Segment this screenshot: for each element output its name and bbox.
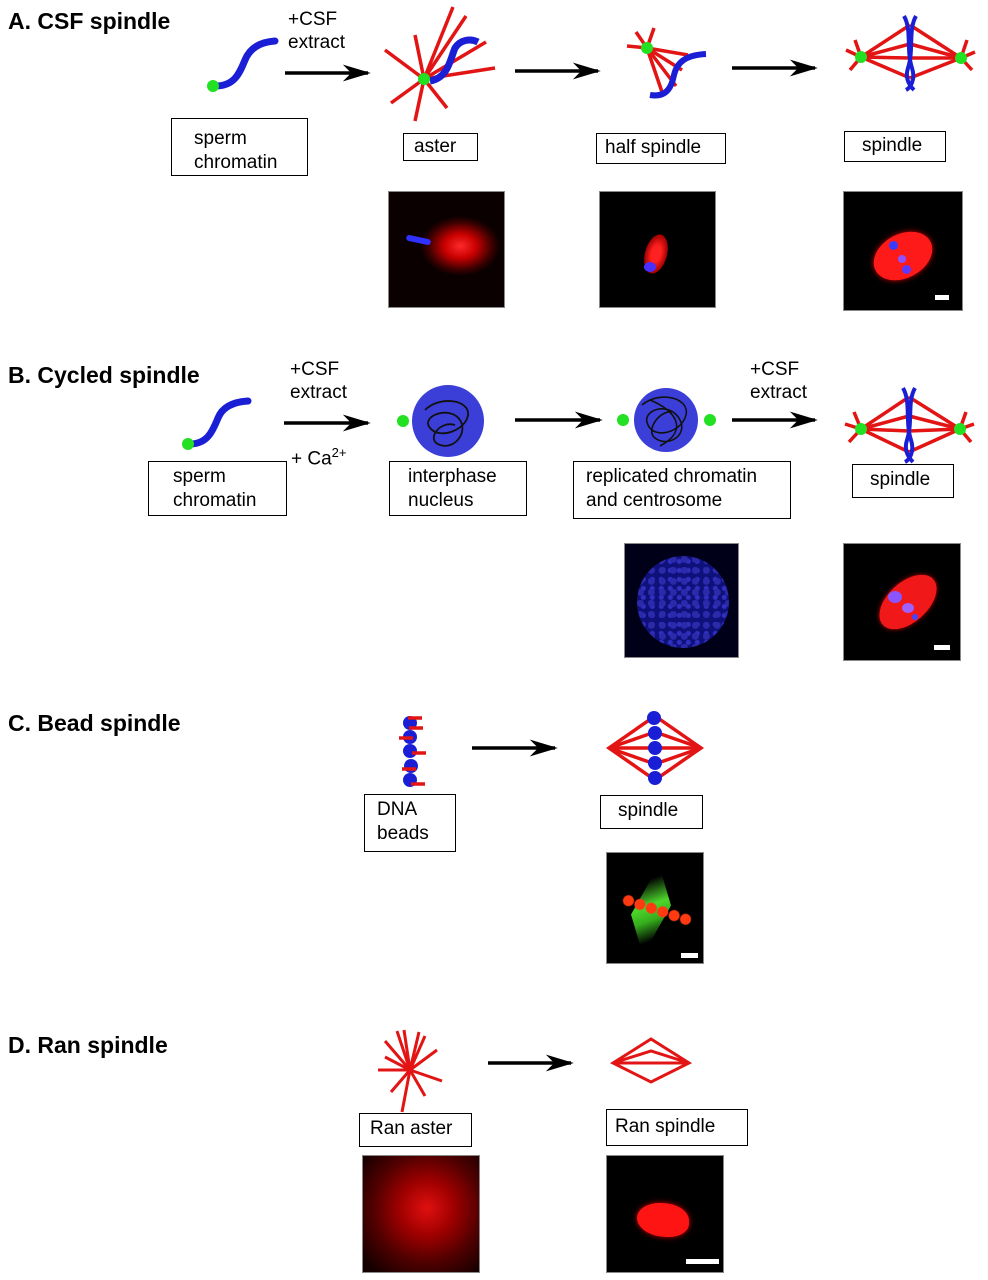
calcium-text: + Ca — [291, 448, 332, 470]
spindle-icon — [844, 387, 975, 464]
box-text: sperm — [173, 466, 226, 487]
panel-b-arrow1-label: +CSF extract — [290, 358, 347, 404]
nucleus-signal — [637, 556, 729, 648]
box-text: interphase — [408, 466, 497, 487]
arrow-label-line: +CSF — [750, 359, 800, 380]
ran-aster-icon — [378, 1029, 443, 1113]
replicated-chromatin-icon — [617, 388, 716, 452]
arrow-label-line: extract — [750, 382, 808, 403]
scale-bar — [935, 295, 949, 300]
stage-box-spindle: spindle — [844, 131, 946, 162]
stage-box-spindle-b: spindle — [852, 464, 954, 498]
micrograph-bead-spindle — [606, 852, 704, 964]
scale-bar — [686, 1259, 719, 1264]
micrograph-replicated-nucleus — [624, 543, 739, 658]
stage-box-interphase-nucleus: interphase nucleus — [389, 461, 527, 516]
stage-box-aster: aster — [403, 133, 478, 161]
scale-bar — [681, 953, 698, 958]
micrograph-half-spindle — [599, 191, 716, 308]
arrow-label-line: +CSF — [290, 359, 340, 380]
stage-box-sperm-chromatin: sperm chromatin — [171, 118, 308, 176]
micrograph-spindle — [843, 191, 963, 311]
stage-box-dna-beads: DNA beads — [364, 794, 456, 852]
scale-bar — [934, 645, 950, 650]
stage-box-ran-spindle: Ran spindle — [606, 1109, 748, 1146]
chromatin-signal — [898, 255, 906, 263]
spindle-icon — [845, 15, 976, 92]
panel-b-title: B. Cycled spindle — [8, 362, 200, 388]
stage-box-replicated-chromatin: replicated chromatin and centrosome — [573, 461, 791, 519]
stage-box-half-spindle: half spindle — [596, 133, 726, 164]
arrow-label-line: +CSF — [288, 9, 338, 30]
half-spindle-icon — [626, 27, 707, 99]
micrograph-aster — [388, 191, 505, 308]
micrograph-ran-spindle — [606, 1155, 724, 1273]
panel-b-calcium-label: + Ca2+ — [291, 441, 347, 470]
micrograph-cycled-spindle — [843, 543, 961, 661]
box-text: beads — [377, 823, 429, 844]
box-text: sperm — [194, 128, 247, 149]
box-text: replicated chromatin — [586, 466, 758, 487]
chromatin-signal — [889, 241, 898, 250]
panel-c-title: C. Bead spindle — [8, 710, 181, 736]
sperm-chromatin-icon — [182, 397, 252, 450]
chromatin-signal — [912, 614, 918, 620]
panel-a-arrow1-label: +CSF extract — [288, 8, 345, 54]
sperm-chromatin-icon — [207, 37, 279, 92]
arrow-label-line: extract — [288, 32, 346, 53]
stage-box-sperm-chromatin-b: sperm chromatin — [148, 461, 287, 516]
bead-spindle-icon — [605, 711, 705, 785]
interphase-nucleus-icon — [397, 385, 484, 457]
box-text: chromatin — [194, 152, 278, 173]
chromatin-signal — [902, 603, 914, 613]
micrograph-ran-aster — [362, 1155, 480, 1273]
panel-a-title: A. CSF spindle — [8, 8, 171, 34]
panel-d-title: D. Ran spindle — [8, 1032, 168, 1058]
chromatin-signal — [644, 262, 656, 272]
dna-beads-icon — [399, 716, 426, 787]
aster-icon — [383, 6, 496, 122]
box-text: nucleus — [408, 490, 474, 511]
stage-box-spindle-c: spindle — [600, 795, 703, 829]
ran-spindle-icon — [609, 1037, 693, 1084]
spindle-signal — [637, 1203, 689, 1237]
chromatin-signal — [888, 591, 902, 603]
stage-box-ran-aster: Ran aster — [359, 1113, 472, 1147]
arrow-label-line: extract — [290, 382, 348, 403]
box-text: DNA — [377, 799, 418, 820]
box-text: and centrosome — [586, 490, 723, 511]
chromatin-signal — [902, 265, 911, 274]
box-text: chromatin — [173, 490, 257, 511]
panel-b-arrow3-label: +CSF extract — [750, 358, 807, 404]
calcium-charge: 2+ — [331, 445, 347, 460]
